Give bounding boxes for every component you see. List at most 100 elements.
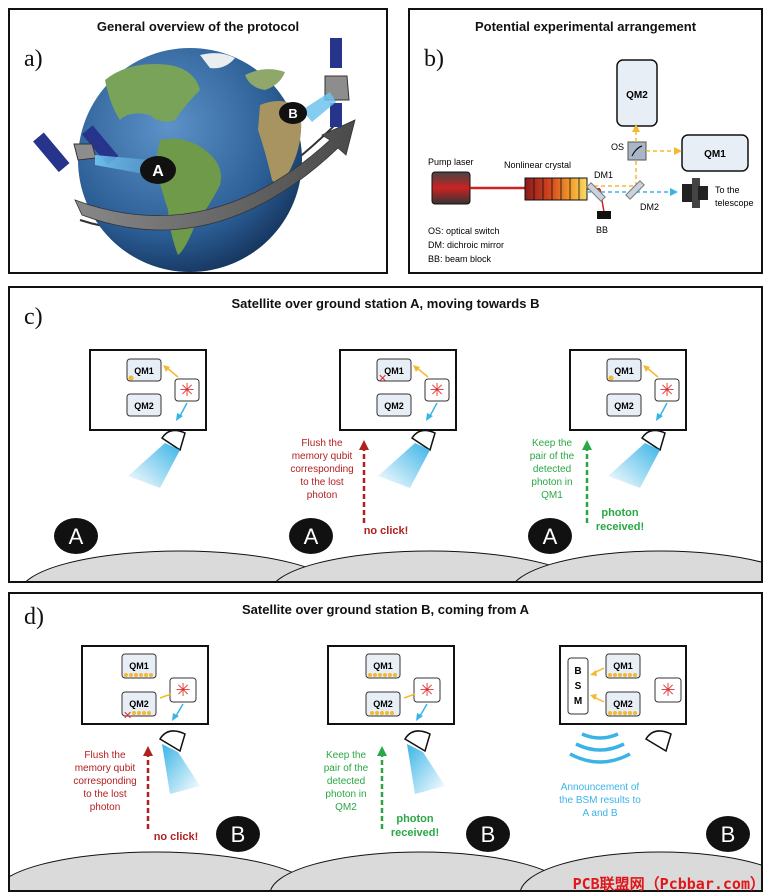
orbit-arrow (74, 119, 356, 231)
station-a-icon: A (140, 156, 176, 184)
scene-d3: B S M QM1 QM2 ✳ Announcement of (520, 645, 761, 890)
panel-d-letter: d) (24, 604, 44, 630)
c1-qm1: QM1 (134, 366, 154, 376)
panel-d-scenes: QM1 QM2 ✕ ✳ Flush the memory qubit corre… (10, 645, 761, 890)
continent-north-america (105, 64, 200, 122)
announce-1: Announcement of (561, 782, 640, 793)
c1-station-label: A (69, 524, 84, 549)
beam-block (597, 211, 611, 219)
svg-text:✳: ✳ (660, 680, 675, 700)
d2-keep-2: pair of the (324, 763, 369, 774)
d1-qm2: QM2 (129, 699, 149, 709)
d1-cross-icon: ✕ (123, 710, 132, 722)
wireless-signal-icon (569, 732, 631, 764)
qm1-box (681, 134, 749, 172)
c3-photon-1: photon (601, 507, 639, 519)
continent-europe (245, 69, 285, 90)
station-b-label: B (288, 106, 297, 121)
os-label: OS (611, 142, 624, 152)
d2-photon-1: photon (396, 813, 434, 825)
d1-qm1: QM1 (129, 661, 149, 671)
bb-label: BB (596, 225, 608, 235)
panel-c-letter: c) (24, 304, 43, 330)
legend-bb: BB: beam block (428, 254, 492, 264)
dm1-label: DM1 (594, 170, 613, 180)
legend-dm: DM: dichroic mirror (428, 240, 504, 250)
earth-illustration: A B (33, 38, 356, 272)
panel-c: Satellite over ground station A, moving … (8, 286, 763, 583)
d1-flush-2: memory qubit (75, 763, 136, 774)
bsm-m: M (574, 696, 582, 707)
c3-station-label: A (543, 524, 558, 549)
bsm-s: S (575, 681, 582, 692)
crystal-label: Nonlinear crystal (504, 160, 571, 170)
experimental-setup: QM2 QM1 OS Pump laser Nonlinear crystal (428, 59, 754, 264)
d3-station-label: B (721, 822, 736, 847)
d2-keep-5: QM2 (335, 802, 357, 813)
panel-b-title: Potential experimental arrangement (474, 19, 697, 34)
panel-b: Potential experimental arrangement b) QM… (408, 8, 763, 274)
d1-flush-4: to the lost (83, 789, 127, 800)
c2-flush-4: to the lost (300, 477, 344, 488)
d1-flush-5: photon (90, 802, 121, 813)
satellite-b (324, 38, 350, 127)
c3-qm2: QM2 (614, 401, 634, 411)
c2-no-click: no click! (364, 525, 409, 537)
station-b-icon: B (279, 102, 307, 124)
c3-keep-4: photon in (531, 477, 572, 488)
svg-text:✳: ✳ (179, 380, 194, 400)
c2-flush-1: Flush the (301, 438, 343, 449)
c3-keep-2: pair of the (530, 451, 575, 462)
panel-b-letter: b) (424, 46, 444, 72)
bsm-b: B (574, 666, 581, 677)
optical-switch (627, 141, 647, 161)
svg-text:✳: ✳ (429, 380, 444, 400)
telescope-label-1: To the (715, 185, 740, 195)
c2-qm2: QM2 (384, 401, 404, 411)
qm1-label: QM1 (704, 149, 726, 160)
c1-station-icon: A (54, 518, 98, 554)
c3-qm1: QM1 (614, 366, 634, 376)
svg-text:✳: ✳ (419, 680, 434, 700)
pump-laser-label: Pump laser (428, 157, 474, 167)
d1-no-click: no click! (154, 831, 199, 843)
scene-d2: QM1 QM2 ✳ Keep the pair of the detected … (270, 645, 570, 890)
svg-text:✳: ✳ (175, 680, 190, 700)
panel-d: Satellite over ground station B, coming … (8, 592, 763, 892)
c2-flush-5: photon (307, 490, 338, 501)
d2-keep-4: photon in (325, 789, 366, 800)
scene-c2: QM1 ✕ QM2 ✳ Flush the memory qubit corre… (275, 349, 585, 581)
d2-station-label: B (481, 822, 496, 847)
scene-d1: QM1 QM2 ✕ ✳ Flush the memory qubit corre… (10, 645, 315, 890)
d2-photon-2: received! (391, 827, 439, 839)
dm2-label: DM2 (640, 202, 659, 212)
c2-flush-3: corresponding (290, 464, 353, 475)
d2-qm1: QM1 (373, 661, 393, 671)
qm2-label: QM2 (626, 90, 648, 101)
announce-3: A and B (582, 808, 617, 819)
c3-keep-5: QM1 (541, 490, 563, 501)
satellite-a (33, 125, 119, 173)
beam-a (95, 155, 150, 175)
telescope-label-2: telescope (715, 198, 754, 208)
d2-keep-1: Keep the (326, 750, 366, 761)
c2-cross-icon: ✕ (378, 373, 387, 385)
panel-a-letter: a) (24, 46, 43, 72)
c2-qm1: QM1 (384, 366, 404, 376)
c3-station-icon: A (528, 518, 572, 554)
panel-c-title: Satellite over ground station A, moving … (231, 296, 540, 311)
c2-flush-2: memory qubit (292, 451, 353, 462)
d2-qm2: QM2 (373, 699, 393, 709)
panel-a: General overview of the protocol a) (8, 8, 388, 274)
d3-qm1: QM1 (613, 661, 633, 671)
beam-b (302, 92, 336, 122)
bsm-box (567, 657, 589, 715)
d3-station-icon: B (706, 816, 750, 852)
d1-flush-1: Flush the (84, 750, 126, 761)
watermark: PCB联盟网（Pcbbar.com） (572, 875, 765, 893)
legend-os: OS: optical switch (428, 226, 500, 236)
telescope-icon (682, 178, 708, 208)
c3-keep-1: Keep the (532, 438, 572, 449)
d2-keep-3: detected (327, 776, 365, 787)
announce-2: the BSM results to (559, 795, 641, 806)
